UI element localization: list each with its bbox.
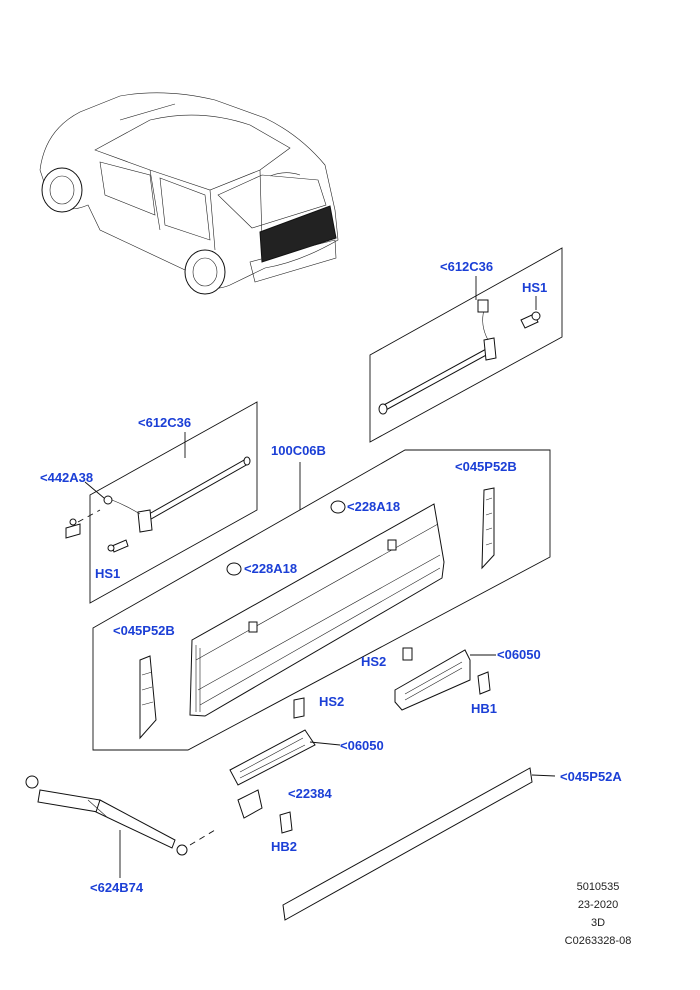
callout-22384[interactable]: <22384 <box>288 786 333 801</box>
callout-045p52a[interactable]: <045P52A <box>560 769 622 784</box>
callout-228a18-lower[interactable]: <228A18 <box>244 561 297 576</box>
drawing-date: 23-2020 <box>578 899 618 911</box>
seal-strip-long <box>282 767 556 921</box>
callout-100c06b[interactable]: 100C06B <box>271 443 326 458</box>
callout-06050-right[interactable]: <06050 <box>497 647 541 662</box>
drawing-view: 3D <box>591 917 605 929</box>
callout-442a38[interactable]: <442A38 <box>40 470 93 485</box>
callout-hs2-center[interactable]: HS2 <box>319 694 344 709</box>
gas-strut-left-group <box>65 401 258 604</box>
hinge-bracket-center <box>229 697 341 834</box>
gas-strut-upper-group <box>369 247 563 443</box>
callout-hs1-top[interactable]: HS1 <box>522 280 547 295</box>
callout-hb2[interactable]: HB2 <box>271 839 297 854</box>
hinge-bracket-right <box>394 647 496 711</box>
callout-624b74[interactable]: <624B74 <box>90 880 144 895</box>
gas-strut-lower <box>25 775 216 878</box>
callout-hs2-right[interactable]: HS2 <box>361 654 386 669</box>
callout-hb1[interactable]: HB1 <box>471 701 497 716</box>
tailgate-panel-group <box>92 449 551 751</box>
callout-612c36-top[interactable]: <612C36 <box>440 259 493 274</box>
callout-612c36-left[interactable]: <612C36 <box>138 415 191 430</box>
vehicle-illustration <box>39 92 339 295</box>
callout-06050-center[interactable]: <06050 <box>340 738 384 753</box>
drawing-number: 5010535 <box>577 881 620 893</box>
callout-228a18-upper[interactable]: <228A18 <box>347 499 400 514</box>
callout-045p52b-right[interactable]: <045P52B <box>455 459 517 474</box>
callout-045p52b-left[interactable]: <045P52B <box>113 623 175 638</box>
callout-hs1-left[interactable]: HS1 <box>95 566 120 581</box>
drawing-reference: C0263328-08 <box>565 935 632 947</box>
